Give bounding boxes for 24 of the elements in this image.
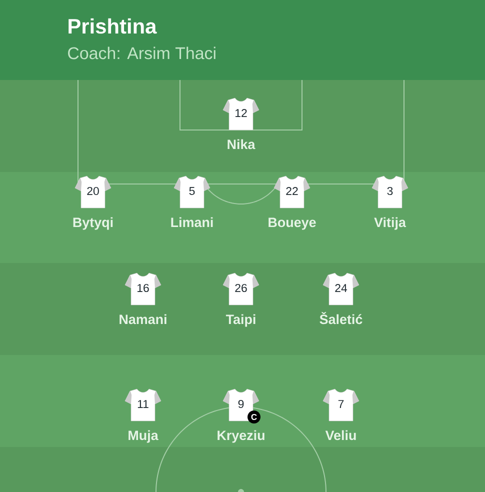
shirt: 20 (74, 176, 112, 208)
captain-badge: C (248, 410, 260, 424)
shirt: 11 (124, 388, 162, 422)
shirt: 7 (322, 388, 360, 422)
player-name: Namani (120, 314, 166, 324)
shirt: 22 (274, 176, 310, 208)
shirt: 16 (124, 272, 162, 306)
shirt: 5 (174, 176, 210, 208)
player-name: Bytyqi (73, 217, 113, 230)
shirt: 24 (322, 272, 360, 306)
player-name: Kryeziu (218, 430, 264, 443)
player-name: Boueye (268, 218, 316, 230)
player-name: Limani (171, 217, 213, 228)
shirt: 12 (222, 98, 260, 130)
shirt: 26 (222, 272, 260, 306)
player-name: Nika (228, 139, 256, 150)
team-name: Prishtina (68, 18, 157, 34)
coach-name: Coach: Arsim Thaci (68, 46, 216, 60)
player-name: Muja (128, 430, 158, 443)
player-name: Taipi (226, 314, 256, 327)
player-name: Veliu (325, 430, 356, 440)
player-name: Šaletić (320, 312, 362, 324)
shirt: 3 (372, 176, 408, 208)
player-name: Vitija (374, 217, 406, 230)
